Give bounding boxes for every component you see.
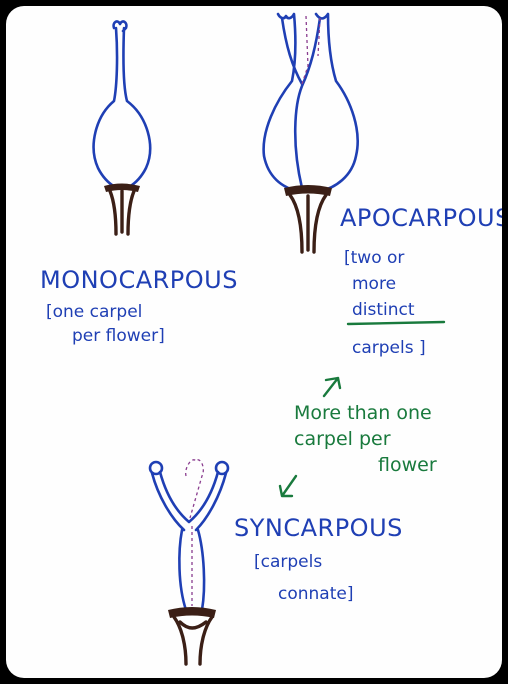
monocarpous-note-line2: per flower] — [72, 328, 165, 345]
syncarpous-note-line2: connate] — [278, 586, 353, 603]
syncarpous-title: SYNCARPOUS — [234, 516, 403, 540]
apocarpous-title: APOCARPOUS — [340, 206, 502, 230]
monocarpous-title: MONOCARPOUS — [40, 268, 238, 292]
diagram-card: MONOCARPOUS [one carpel per flower] APOC… — [6, 6, 502, 678]
apocarpous-note-line2: more — [352, 276, 396, 293]
apocarpous-style-canal — [302, 16, 320, 84]
apocarpous-note-line4: carpels ] — [352, 340, 426, 357]
monocarpous-pistil — [94, 21, 150, 234]
apocarpous-note-line1: [two or — [344, 250, 404, 267]
arrow-down-icon — [280, 476, 296, 496]
carpel-note-line3: flower — [378, 456, 437, 475]
monocarpous-ovary-left — [94, 28, 117, 187]
syncarpous-note-line1: [carpels — [254, 554, 322, 571]
carpel-note-line2: carpel per — [294, 430, 391, 449]
apocarpous-note-line3: distinct — [352, 302, 415, 319]
monocarpous-ovary-right — [123, 28, 150, 187]
syncarpous-styles — [152, 472, 226, 530]
carpel-note-line1: More than one — [294, 404, 432, 423]
monocarpous-note-line1: [one carpel — [46, 304, 142, 321]
syncarpous-middle-carpel — [186, 460, 204, 606]
syncarpous-pedicel — [174, 617, 212, 664]
apocarpous-pedicel — [290, 195, 326, 252]
arrow-up-icon — [324, 378, 340, 396]
distinct-underline — [348, 322, 444, 324]
monocarpous-pedicel — [110, 191, 134, 234]
syncarpous-pistil — [150, 460, 228, 664]
apocarpous-carpel-right — [295, 14, 357, 192]
